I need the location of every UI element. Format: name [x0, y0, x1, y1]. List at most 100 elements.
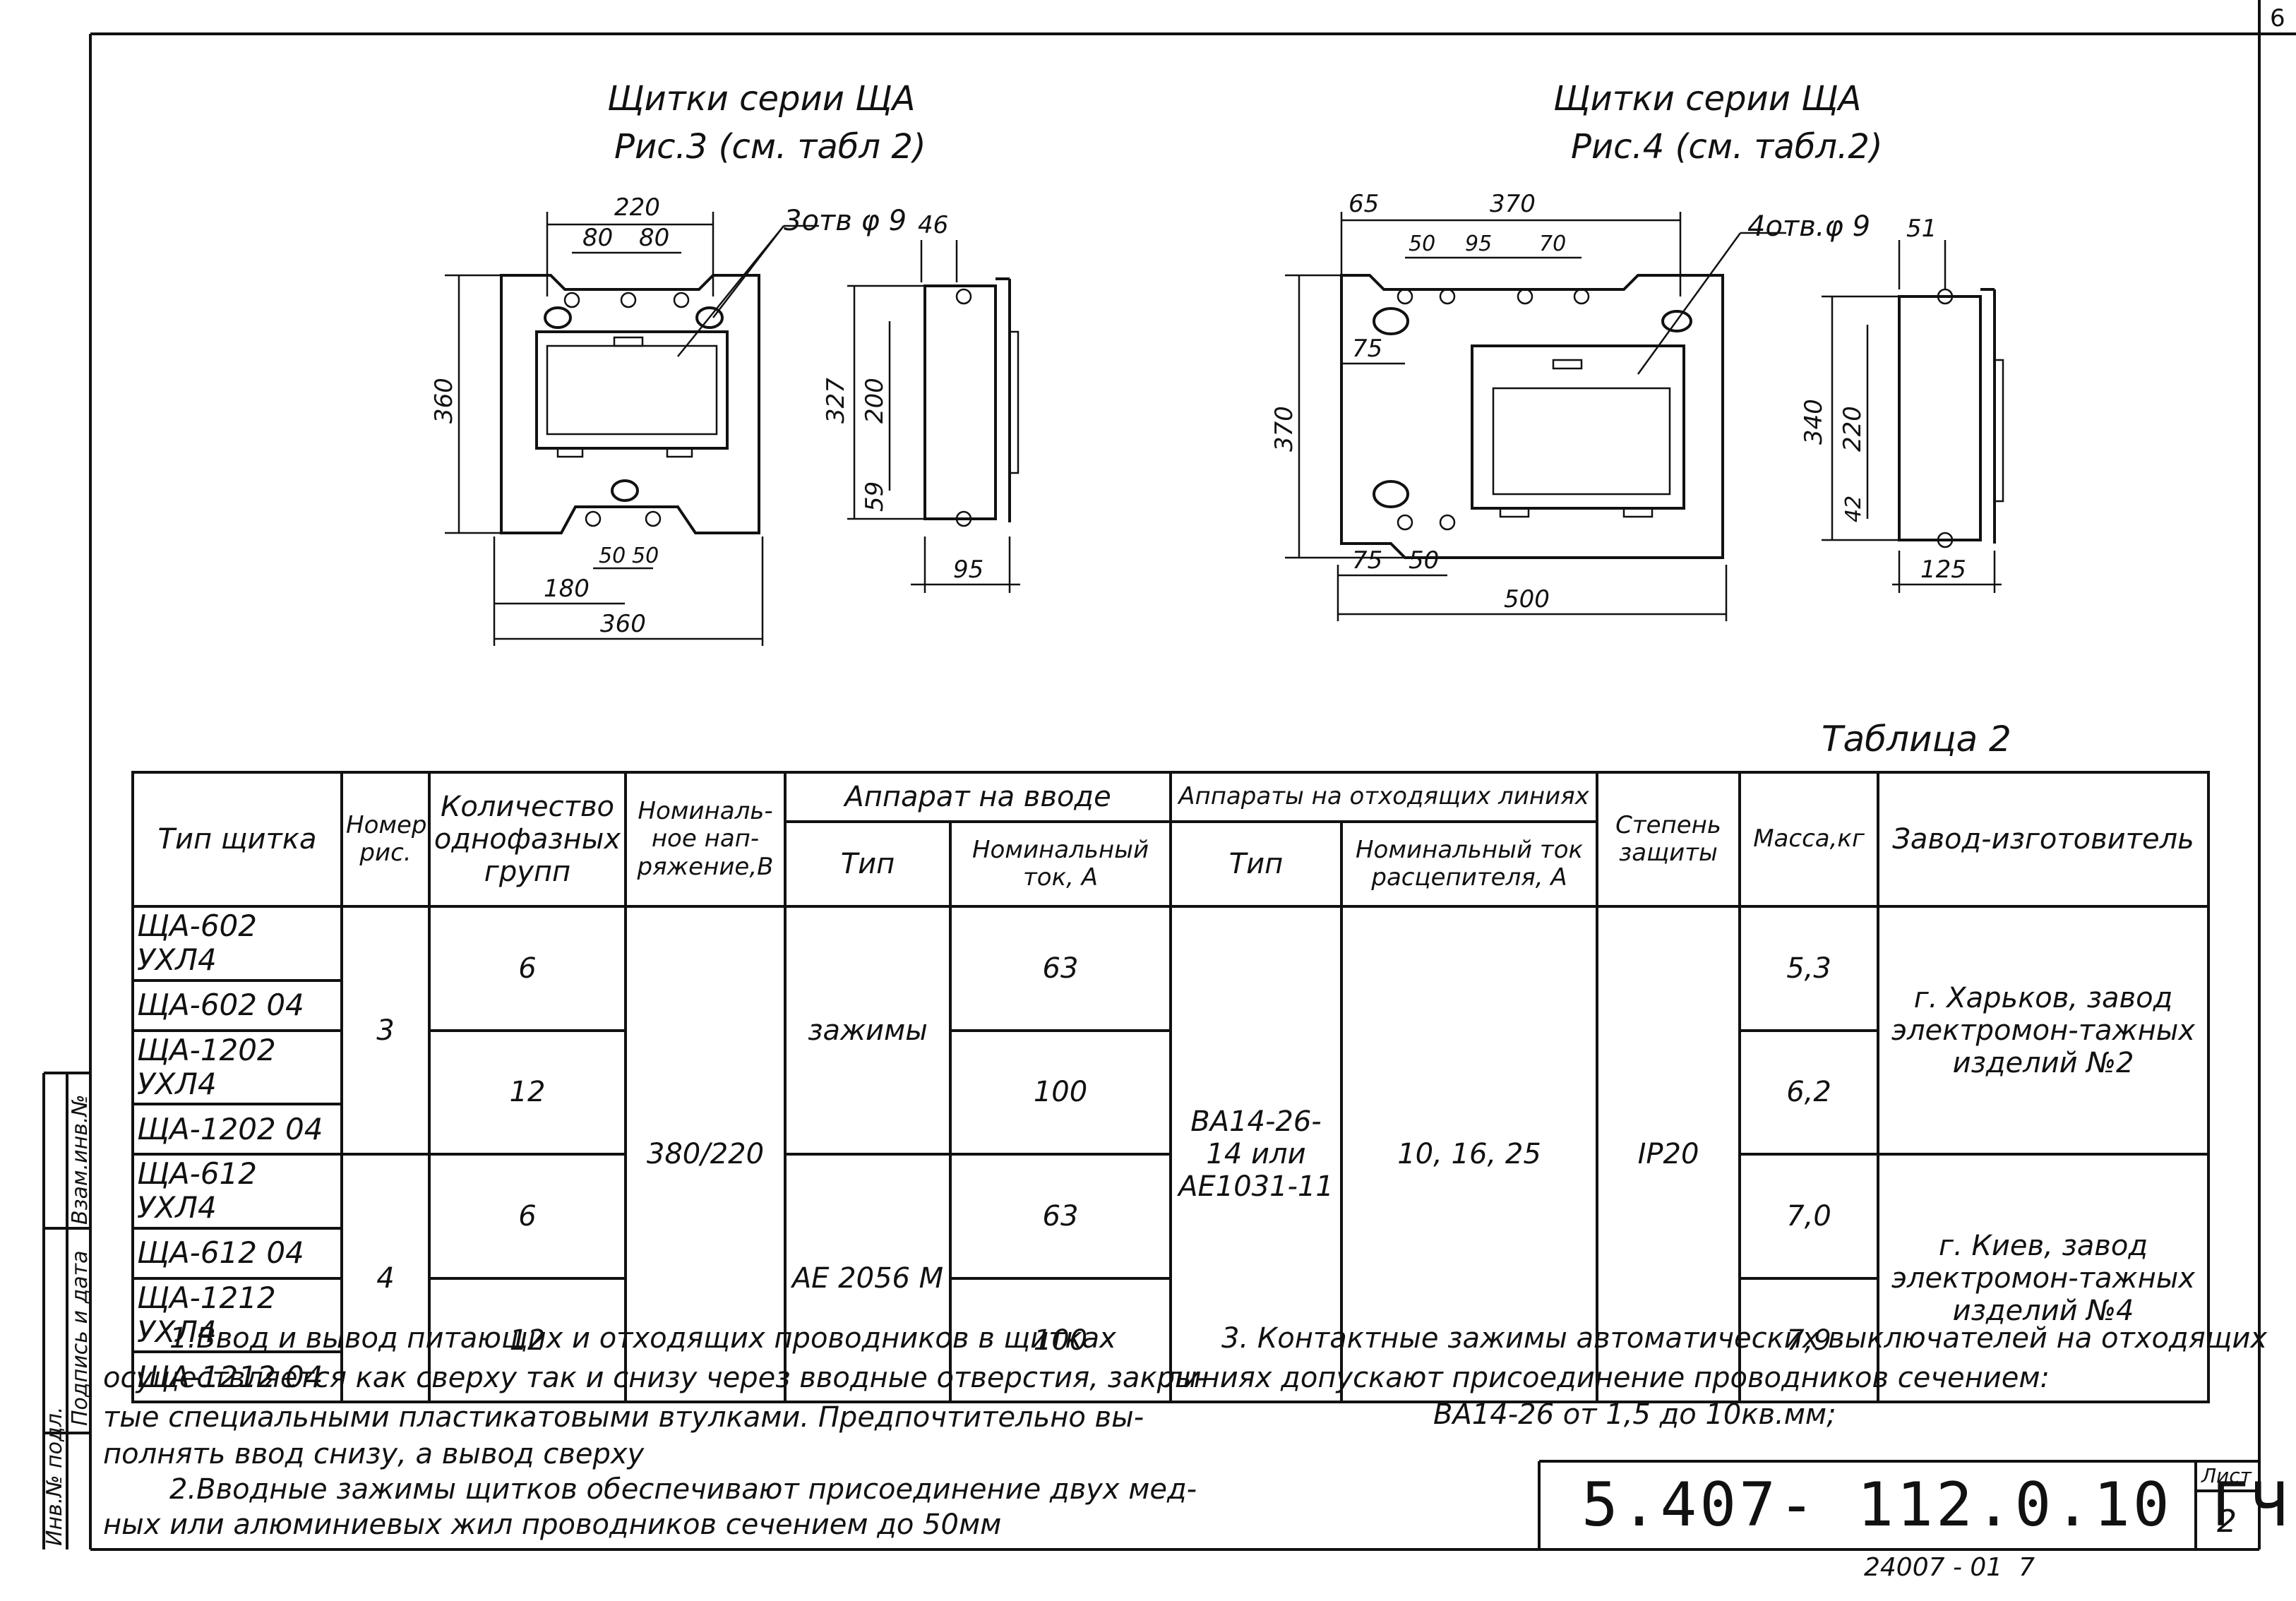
sheet-number: 6	[2270, 4, 2285, 32]
fig4-dimension-labels: 65 370 50 95 70 51 75 370 340 220 42 75 …	[1270, 190, 1966, 613]
fig4-dim-42: 42	[1841, 496, 1866, 522]
fig4-side-view	[1822, 240, 2004, 593]
groups-cell: 12	[428, 1029, 627, 1156]
hdr-groups: Количество однофазных групп	[428, 771, 627, 908]
side-vzam: Взам.инв.№	[68, 1094, 92, 1225]
table-row-type: ЩА-602 04	[131, 978, 343, 1032]
note-1-line-2: осуществляется как сверху так и снизу че…	[103, 1362, 1208, 1394]
table-row-type: ЩА-602 УХЛ4	[131, 905, 343, 982]
fig3-front-view	[445, 212, 819, 646]
fig3-dim-80b: 80	[639, 224, 669, 252]
fig-cell: 3	[340, 904, 431, 1156]
voltage-cell: 380/220	[624, 904, 787, 1404]
note-1-line-3: тые специальными пластикатовыми втулками…	[103, 1401, 1144, 1434]
input-type-cell: зажимы	[784, 904, 952, 1156]
table-row-type: ЩА-1212 УХЛ4	[131, 1276, 343, 1354]
fig4-title: Щитки серии ЩА	[1553, 79, 1862, 119]
input-current-cell: 100	[949, 1029, 1172, 1156]
maker-cell: г. Харьков, завод электромон-тажных изде…	[1877, 904, 2211, 1156]
fig3-dim-50b: 50	[632, 544, 659, 568]
hdr-type: Тип щитка	[131, 771, 343, 908]
fig4-dim-75b: 75	[1352, 546, 1382, 575]
fig3-dim-360v: 360	[430, 378, 458, 424]
input-type-cell: АЕ 2056 М	[784, 1153, 952, 1404]
fig3-holes-label: 3отв φ 9	[784, 205, 907, 237]
input-current-cell: 63	[949, 905, 1172, 1032]
table-row-type: ЩА-1202 УХЛ4	[131, 1029, 343, 1106]
note-3-line-3: ВА14-26 от 1,5 до 10кв.мм;	[1433, 1398, 1836, 1431]
note-1-line-4: полнять ввод снизу, а вывод сверху	[103, 1438, 645, 1470]
fig3-side-view	[847, 240, 1020, 593]
fig4-front-view	[1285, 212, 1786, 621]
fig3-dim-220: 220	[614, 193, 660, 222]
groups-cell: 6	[428, 1153, 627, 1280]
sheet-label: Лист	[2201, 1464, 2252, 1487]
hdr-maker: Завод-изготовитель	[1877, 771, 2211, 908]
mass-cell: 7,0	[1738, 1153, 1880, 1280]
fig4-holes-label: 4отв.φ 9	[1747, 210, 1871, 243]
out-current-cell: 10, 16, 25	[1339, 904, 1599, 1404]
table-row-type: ЩА-612 04	[131, 1226, 343, 1280]
fig3-dim-46: 46	[918, 211, 948, 239]
mass-cell: 6,2	[1738, 1029, 1880, 1156]
fig-cell: 4	[340, 1153, 431, 1404]
archive-number: 24007 - 01 7	[1864, 1553, 2035, 1582]
hdr-out-group: Аппараты на отходящих линиях	[1168, 771, 1599, 823]
fig3-dim-200: 200	[861, 378, 889, 424]
note-3-line-2: линиях допускают присоединение проводник…	[1165, 1362, 2050, 1394]
note-2-line-1: 2.Вводные зажимы щитков обеспечивают при…	[169, 1473, 1197, 1506]
table-2: Тип щитка Номер рис. Количество однофазн…	[131, 771, 2211, 1404]
side-inv-podl: Инв.№ подл.	[42, 1406, 67, 1546]
hdr-input-current: Номинальный ток, А	[949, 820, 1172, 908]
fig4-dim-65: 65	[1349, 190, 1379, 218]
fig4-dim-370h: 370	[1490, 190, 1536, 218]
fig4-subtitle: Рис.4 (см. табл.2)	[1571, 127, 1883, 167]
fig3-dim-180: 180	[544, 575, 590, 603]
fig4-dim-220: 220	[1838, 406, 1867, 452]
out-type-cell: ВА14-26-14 или АЕ1031-11	[1169, 904, 1343, 1404]
hdr-input-group: Аппарат на вводе	[784, 771, 1172, 823]
fig4-dim-500: 500	[1504, 585, 1550, 613]
sheet-value: 2	[2217, 1504, 2237, 1540]
fig4-dim-370v: 370	[1270, 406, 1298, 452]
hdr-voltage: Номиналь-ное нап-ряжение,В	[624, 771, 787, 908]
protection-cell: IP20	[1596, 904, 1742, 1404]
fig4-dim-50: 50	[1409, 232, 1435, 256]
note-3-line-1: 3. Контактные зажимы автоматических выкл…	[1221, 1322, 2267, 1355]
fig4-dim-125: 125	[1920, 556, 1966, 584]
hdr-fig: Номер рис.	[340, 771, 431, 908]
input-current-cell: 63	[949, 1153, 1172, 1280]
fig4-dim-51: 51	[1906, 215, 1937, 243]
fig4-dim-340: 340	[1800, 399, 1828, 445]
note-2-line-2: ных или алюминиевых жил проводников сече…	[103, 1509, 1002, 1541]
fig3-dim-80a: 80	[582, 224, 613, 252]
hdr-out-current: Номинальный ток расцепителя, А	[1339, 820, 1599, 908]
fig3-dimension-labels: 220 80 80 46 360 327 200 59 50 50 180 36…	[430, 193, 983, 638]
fig3-dim-327: 327	[822, 378, 850, 424]
note-1-line-1: 1.Ввод и вывод питающих и отходящих пров…	[169, 1322, 1116, 1355]
table-row-type: ЩА-612 УХЛ4	[131, 1153, 343, 1230]
table-row-type: ЩА-1202 04	[131, 1103, 343, 1156]
fig4-dim-95: 95	[1465, 232, 1492, 256]
fig3-dim-95: 95	[953, 556, 983, 584]
side-podpis: Подпись и дата	[68, 1250, 92, 1427]
fig3-dim-50a: 50	[599, 544, 626, 568]
fig4-dim-70: 70	[1539, 232, 1566, 256]
hdr-input-type: Тип	[784, 820, 952, 908]
groups-cell: 12	[428, 1276, 627, 1404]
fig3-dim-59: 59	[861, 481, 889, 512]
fig3-title: Щитки серии ЩА	[607, 79, 916, 119]
hdr-protection: Степень защиты	[1596, 771, 1742, 908]
document-code: 5.407- 112.0.10 ГЧ	[1582, 1470, 2290, 1540]
fig3-dim-360h: 360	[600, 610, 646, 638]
mass-cell: 5,3	[1738, 905, 1880, 1032]
hdr-mass: Масса,кг	[1738, 771, 1880, 908]
fig4-dim-50b: 50	[1409, 546, 1439, 575]
groups-cell: 6	[428, 905, 627, 1032]
fig3-subtitle: Рис.3 (см. табл 2)	[614, 127, 926, 167]
fig4-dim-75a: 75	[1352, 335, 1382, 363]
table-row-type: ЩА-1212 04	[131, 1350, 343, 1404]
maker-cell: г. Киев, завод электромон-тажных изделий…	[1877, 1153, 2211, 1404]
table-caption: Таблица 2	[1822, 719, 2011, 760]
